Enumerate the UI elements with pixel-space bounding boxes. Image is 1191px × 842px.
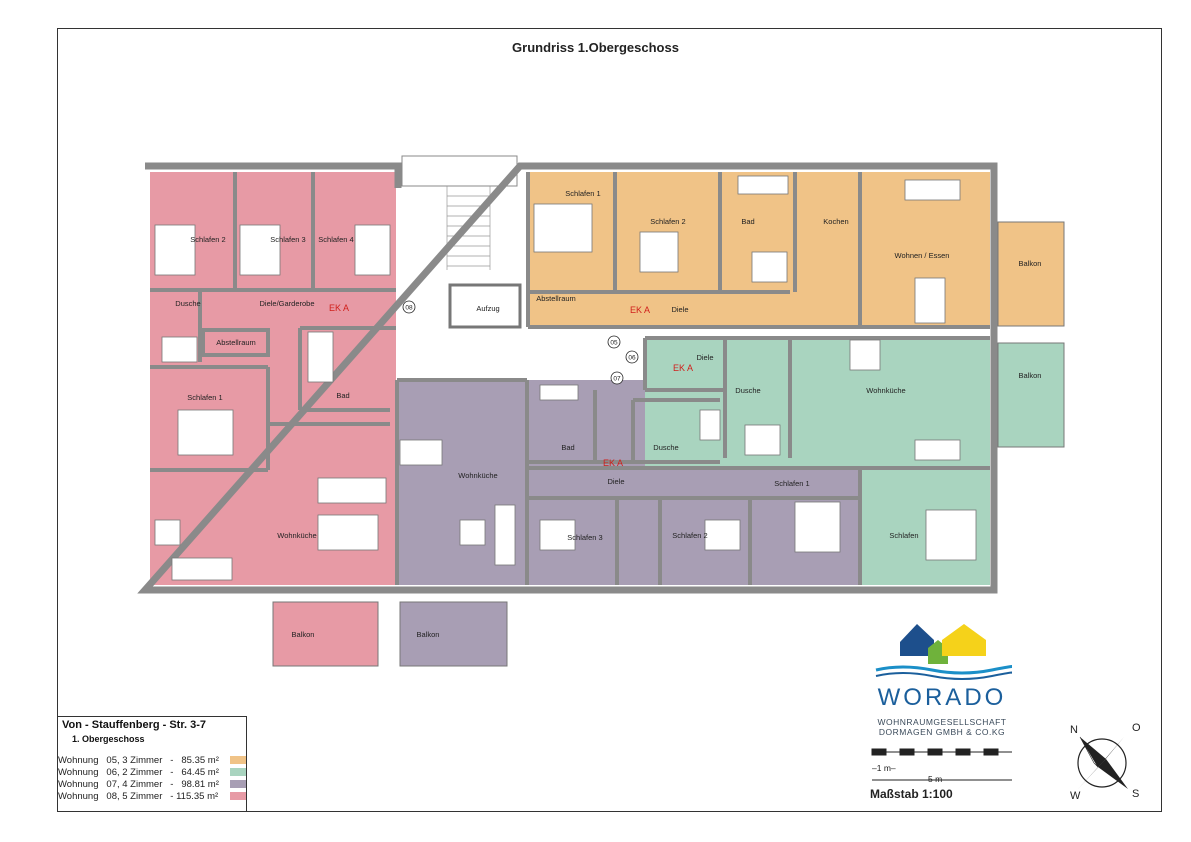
room-label-w08-schlafen2: Schlafen 2 — [190, 235, 225, 244]
legend-swatch-07 — [230, 780, 246, 788]
page-title: Grundriss 1.Obergeschoss — [512, 40, 679, 55]
balcony-08 — [272, 601, 379, 667]
logo-houses-icon — [875, 624, 1012, 680]
room-label-w07-wohnkueche: Wohnküche — [458, 471, 497, 480]
elevator-shaft — [448, 283, 522, 329]
room-label-w07-schlafen3: Schlafen 3 — [567, 533, 602, 542]
room-label-w06-dusche: Dusche — [735, 386, 760, 395]
unit-number-05: 05 — [610, 340, 618, 347]
scale-label: Maßstab 1:100 — [870, 787, 953, 801]
room-label-w05-abstell: Abstellraum — [536, 294, 576, 303]
compass-o: O — [1132, 722, 1141, 734]
room-label-aufzug: Aufzug — [476, 304, 499, 313]
room-label-w06-diele: Diele — [696, 353, 713, 362]
room-label-w08-dusche: Dusche — [175, 299, 200, 308]
ek-labels: EK A EK A EK A EK A — [329, 303, 693, 468]
compass-n: N — [1070, 724, 1078, 736]
legend-row: Wohnung 08, 5 Zimmer - 115.35 m² — [58, 791, 246, 802]
unit-number-07: 07 — [613, 376, 621, 383]
logo-subtitle-2: DORMAGEN GMBH & CO.KG — [878, 727, 1006, 737]
legend-row-text: Wohnung 07, 4 Zimmer - 98.81 m² — [58, 779, 219, 790]
legend-box: Von - Stauffenberg - Str. 3-7 1. Oberges… — [57, 716, 247, 812]
interior-walls — [150, 172, 990, 585]
unit-number-markers: 08 05 06 07 — [402, 300, 639, 385]
room-label-w05-diele: Diele — [671, 305, 688, 314]
room-label-w07-dusche: Dusche — [653, 443, 678, 452]
legend-floor: 1. Obergeschoss — [72, 734, 145, 744]
balcony-05 — [997, 221, 1065, 327]
ek-label-w05: EK A — [630, 305, 650, 315]
legend-address: Von - Stauffenberg - Str. 3-7 — [62, 719, 207, 731]
legend-row-text: Wohnung 08, 5 Zimmer - 115.35 m² — [58, 791, 219, 802]
room-label-w08-wohnkueche: Wohnküche — [277, 531, 316, 540]
room-label-w05-schlafen2: Schlafen 2 — [650, 217, 685, 226]
room-label-w08-balkon: Balkon — [292, 630, 315, 639]
legend-row: Wohnung 05, 3 Zimmer - 85.35 m² — [58, 755, 246, 766]
room-labels: Schlafen 2 Schlafen 3 Schlafen 4 Dusche … — [175, 189, 1041, 639]
room-label-w08-bad: Bad — [336, 391, 349, 400]
legend-swatch-08 — [230, 792, 246, 800]
room-label-w05-kochen: Kochen — [823, 217, 848, 226]
legend-swatch-06 — [230, 768, 246, 776]
room-label-w05-wohnen: Wohnen / Essen — [895, 251, 950, 260]
balcony-06 — [997, 342, 1065, 448]
room-label-w07-diele: Diele — [607, 477, 624, 486]
balcony-07 — [399, 601, 508, 667]
logo-subtitle-1: WOHNRAUMGESELLSCHAFT — [877, 717, 1007, 727]
room-label-w05-bad: Bad — [741, 217, 754, 226]
logo-brand: WORADO — [877, 684, 1007, 711]
room-label-w07-bad: Bad — [561, 443, 574, 452]
room-label-w08-schlafen1: Schlafen 1 — [187, 393, 222, 402]
legend-row-text: Wohnung 06, 2 Zimmer - 64.45 m² — [58, 767, 219, 778]
compass-w: W — [1070, 790, 1081, 802]
legend-row: Wohnung 07, 4 Zimmer - 98.81 m² — [58, 779, 246, 790]
room-label-w07-balkon: Balkon — [417, 630, 440, 639]
room-label-w06-balkon: Balkon — [1019, 371, 1042, 380]
room-label-w06-schlafen: Schlafen — [889, 531, 918, 540]
room-label-w05-schlafen1: Schlafen 1 — [565, 189, 600, 198]
furniture — [154, 175, 977, 581]
worado-logo: WORADO WOHNRAUMGESELLSCHAFT DORMAGEN GMB… — [872, 620, 1012, 745]
scale-five-meter: 5 m — [928, 774, 943, 784]
room-label-w08-schlafen4: Schlafen 4 — [318, 235, 353, 244]
legend-row: Wohnung 06, 2 Zimmer - 64.45 m² — [58, 767, 246, 778]
unit-number-06: 06 — [628, 355, 636, 362]
room-label-w08-abstell: Abstellraum — [216, 338, 256, 347]
room-label-w05-balkon: Balkon — [1019, 259, 1042, 268]
staircase — [401, 155, 518, 187]
compass-rose: N O W S — [1070, 722, 1141, 802]
room-label-w07-schlafen2: Schlafen 2 — [672, 531, 707, 540]
ek-label-w08: EK A — [329, 303, 349, 313]
scale-bar — [871, 748, 1012, 781]
drawing-frame — [57, 28, 1162, 812]
unit-06 — [645, 338, 990, 585]
unit-number-08: 08 — [405, 305, 413, 312]
legend-row-text: Wohnung 05, 3 Zimmer - 85.35 m² — [58, 755, 219, 766]
ek-label-w07: EK A — [603, 458, 623, 468]
room-label-w08-schlafen3: Schlafen 3 — [270, 235, 305, 244]
room-label-w07-schlafen1: Schlafen 1 — [774, 479, 809, 488]
ek-label-w06: EK A — [673, 363, 693, 373]
compass-s: S — [1132, 788, 1139, 800]
legend-swatch-05 — [230, 756, 246, 764]
room-label-w08-diele: Diele/Garderobe — [259, 299, 314, 308]
room-label-w06-wohnkueche: Wohnküche — [866, 386, 905, 395]
scale-info: –1 m– 5 m Maßstab 1:100 — [868, 745, 1018, 805]
scale-one-meter: –1 m– — [872, 763, 896, 773]
